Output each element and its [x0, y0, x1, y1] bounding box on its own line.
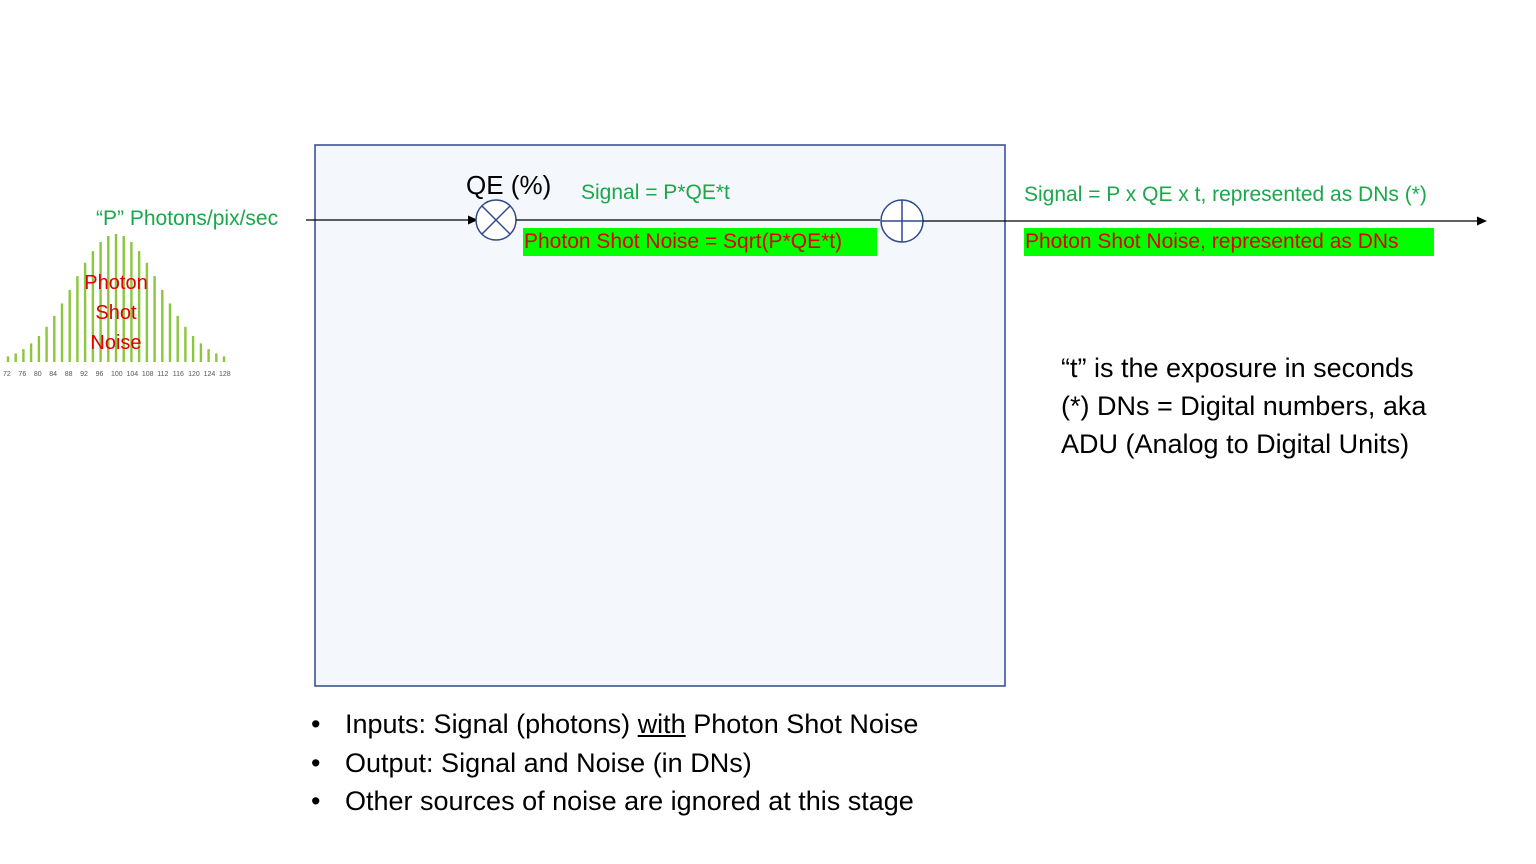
distribution-bar — [222, 356, 226, 362]
output-arrowhead — [1477, 216, 1487, 226]
distribution-bar — [6, 356, 10, 362]
bullet-item: Other sources of noise are ignored at th… — [309, 782, 918, 821]
qe-label: QE (%) — [466, 170, 552, 200]
distribution-bar — [68, 289, 71, 362]
distribution-tick-label: 76 — [18, 371, 27, 378]
distribution-tick-label: 92 — [80, 371, 88, 378]
distribution-bar — [91, 251, 95, 362]
noise-label: Photon Shot Noise = Sqrt(P*QE*t) — [523, 228, 877, 256]
distribution-label: Photon Shot Noise — [66, 268, 166, 358]
distribution-bar — [184, 326, 187, 362]
distribution-tick-label: 108 — [141, 371, 154, 378]
bullet-text: Photon Shot Noise — [685, 709, 919, 739]
distribution-bar — [99, 241, 102, 362]
distribution-tick-label: 112 — [157, 371, 169, 378]
bullet-text: Inputs: Signal (photons) — [345, 709, 638, 739]
distribution-tick-label: 84 — [49, 371, 58, 378]
distribution-bar — [168, 303, 172, 362]
distribution-bar — [161, 289, 164, 362]
distribution-bar — [153, 276, 156, 362]
distribution-bar — [215, 353, 218, 362]
distribution-bar — [114, 234, 118, 362]
output-signal-label: Signal = P x QE x t, represented as DNs … — [1024, 183, 1427, 206]
distribution-bar — [29, 343, 33, 362]
bullet-item: Output: Signal and Noise (in DNs) — [309, 744, 918, 783]
distribution-tick-label: 80 — [33, 371, 42, 378]
distribution-bar — [53, 315, 56, 362]
distribution-label-line: Photon — [84, 272, 148, 294]
distribution-label-line: Noise — [90, 332, 142, 354]
distribution-bars — [6, 234, 226, 362]
distribution-bar — [83, 262, 87, 362]
distribution-tick-label: 120 — [188, 371, 200, 378]
signal-label: Signal = P*QE*t — [581, 181, 730, 204]
distribution-bar — [199, 343, 203, 362]
sum-node-icon — [880, 199, 924, 243]
distribution-label-line: Shot — [95, 302, 137, 324]
distribution-bar — [22, 349, 25, 362]
distribution-tick-label: 116 — [172, 371, 184, 378]
distribution-bar — [207, 349, 210, 362]
distribution-tick-label: 124 — [203, 371, 216, 378]
distribution-tick-label: 88 — [64, 371, 73, 378]
note-line: (*) DNs = Digital numbers, aka — [1061, 391, 1427, 421]
bullet-text: Other sources of noise are ignored at th… — [345, 786, 914, 816]
distribution-tick-label: 100 — [111, 371, 123, 378]
distribution-bar — [45, 326, 48, 362]
bullet-underlined-text: with — [637, 709, 686, 739]
bullet-item: Inputs: Signal (photons) with Photon Sho… — [309, 705, 918, 744]
note-line: “t” is the exposure in seconds — [1061, 353, 1414, 383]
notes-block: “t” is the exposure in seconds (*) DNs =… — [1061, 349, 1426, 463]
multiply-node-icon — [475, 199, 517, 241]
distribution-bar — [37, 336, 41, 362]
distribution-bar — [107, 236, 110, 362]
bullet-text: Output: Signal and Noise (in DNs) — [345, 747, 752, 778]
distribution-bar — [76, 276, 79, 362]
distribution-bar — [122, 236, 125, 362]
output-noise-label: Photon Shot Noise, represented as DNs — [1024, 228, 1434, 256]
bullet-list: Inputs: Signal (photons) with Photon Sho… — [309, 705, 918, 821]
input-arrowhead — [468, 215, 478, 225]
distribution-bar — [60, 303, 64, 362]
input-label: “P” Photons/pix/sec — [96, 207, 279, 230]
distribution-bar — [14, 353, 17, 362]
distribution-bar — [191, 336, 195, 362]
distribution-tick-label: 104 — [126, 371, 139, 378]
distribution-tick-label: 72 — [3, 371, 11, 378]
distribution-tick-label: 96 — [95, 371, 104, 378]
distribution-bar — [137, 251, 141, 362]
note-line: ADU (Analog to Digital Units) — [1061, 429, 1410, 459]
distribution-tick-label: 128 — [219, 371, 231, 378]
distribution-bar — [176, 315, 179, 362]
distribution-bar — [130, 241, 133, 362]
distribution-bar — [145, 262, 149, 362]
